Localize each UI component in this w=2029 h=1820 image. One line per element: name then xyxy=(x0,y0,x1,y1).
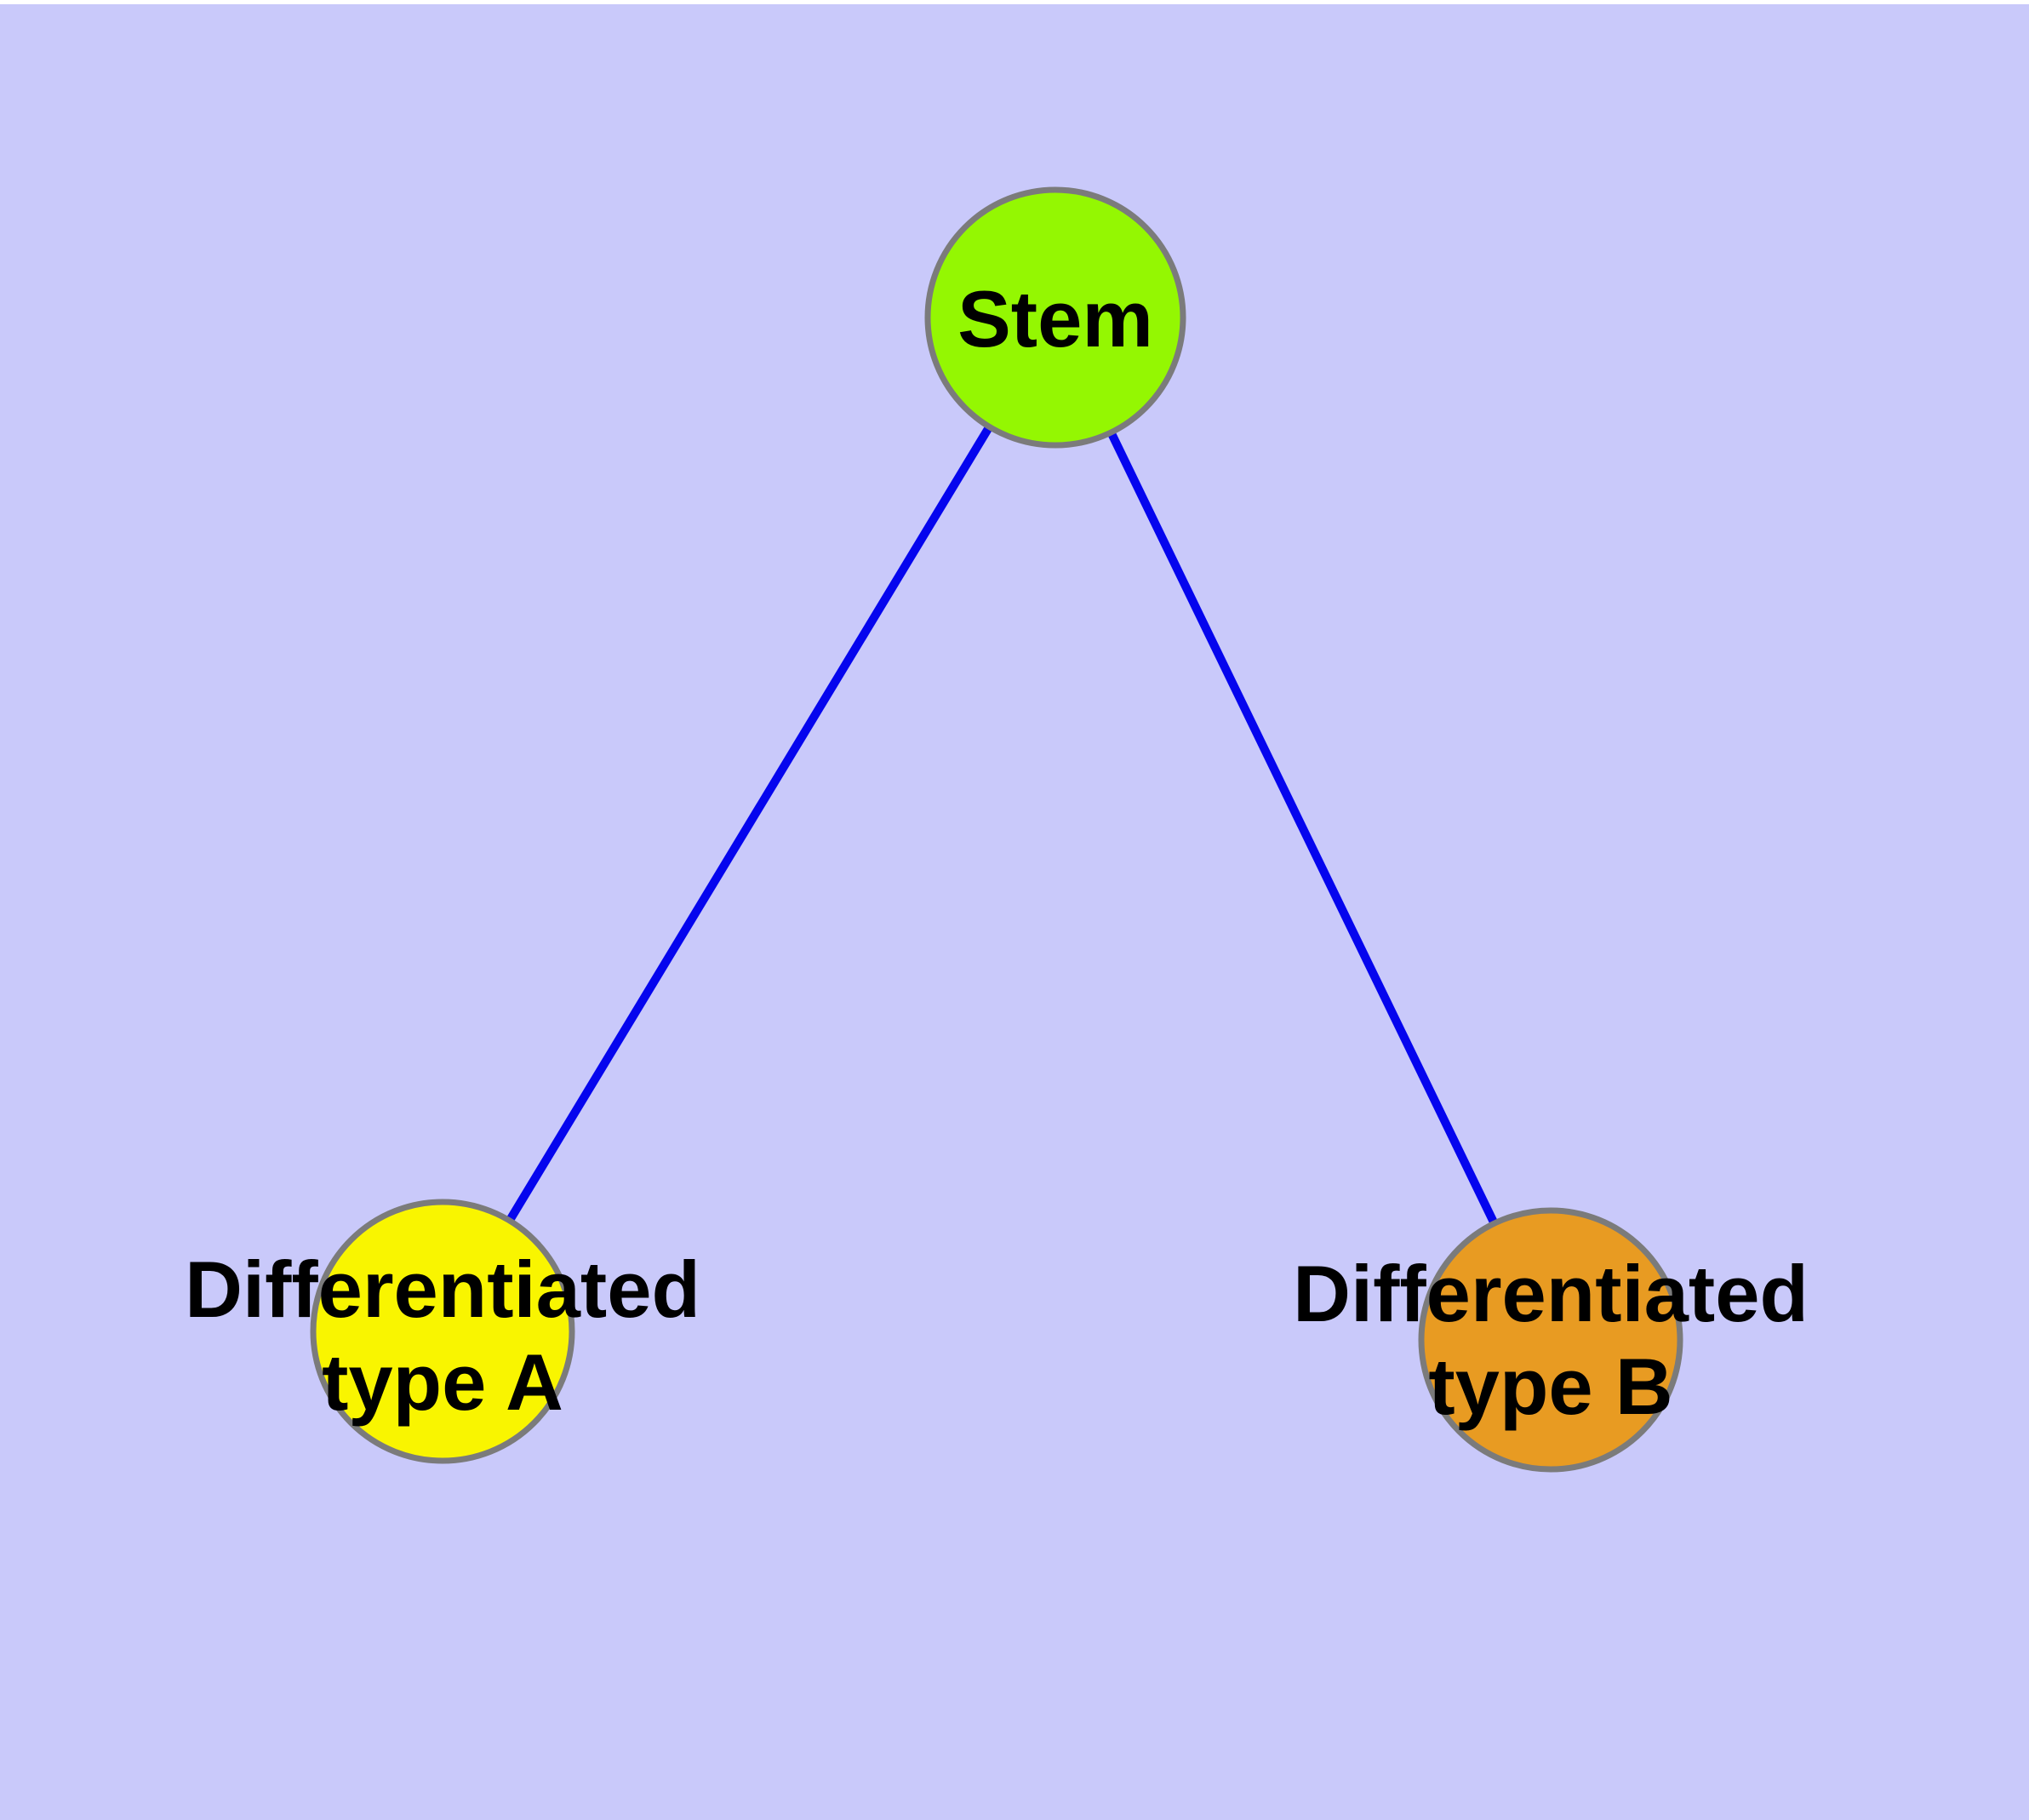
edge-stem-to-type-b xyxy=(1051,315,1555,1342)
node-type-a-label-line1: Differentiated xyxy=(185,1245,700,1334)
node-type-b-label-line1: Differentiated xyxy=(1293,1249,1809,1338)
node-type-b-circle xyxy=(1418,1207,1683,1473)
node-stem-label: Stem xyxy=(957,274,1153,363)
node-stem-circle xyxy=(924,186,1186,449)
top-margin-strip xyxy=(0,0,2029,4)
node-type-a-label-line2: type A xyxy=(322,1337,563,1427)
node-type-b-label-line2: type B xyxy=(1428,1342,1672,1431)
edge-stem-to-type-a xyxy=(438,315,1060,1334)
node-type-a-circle xyxy=(310,1199,575,1464)
